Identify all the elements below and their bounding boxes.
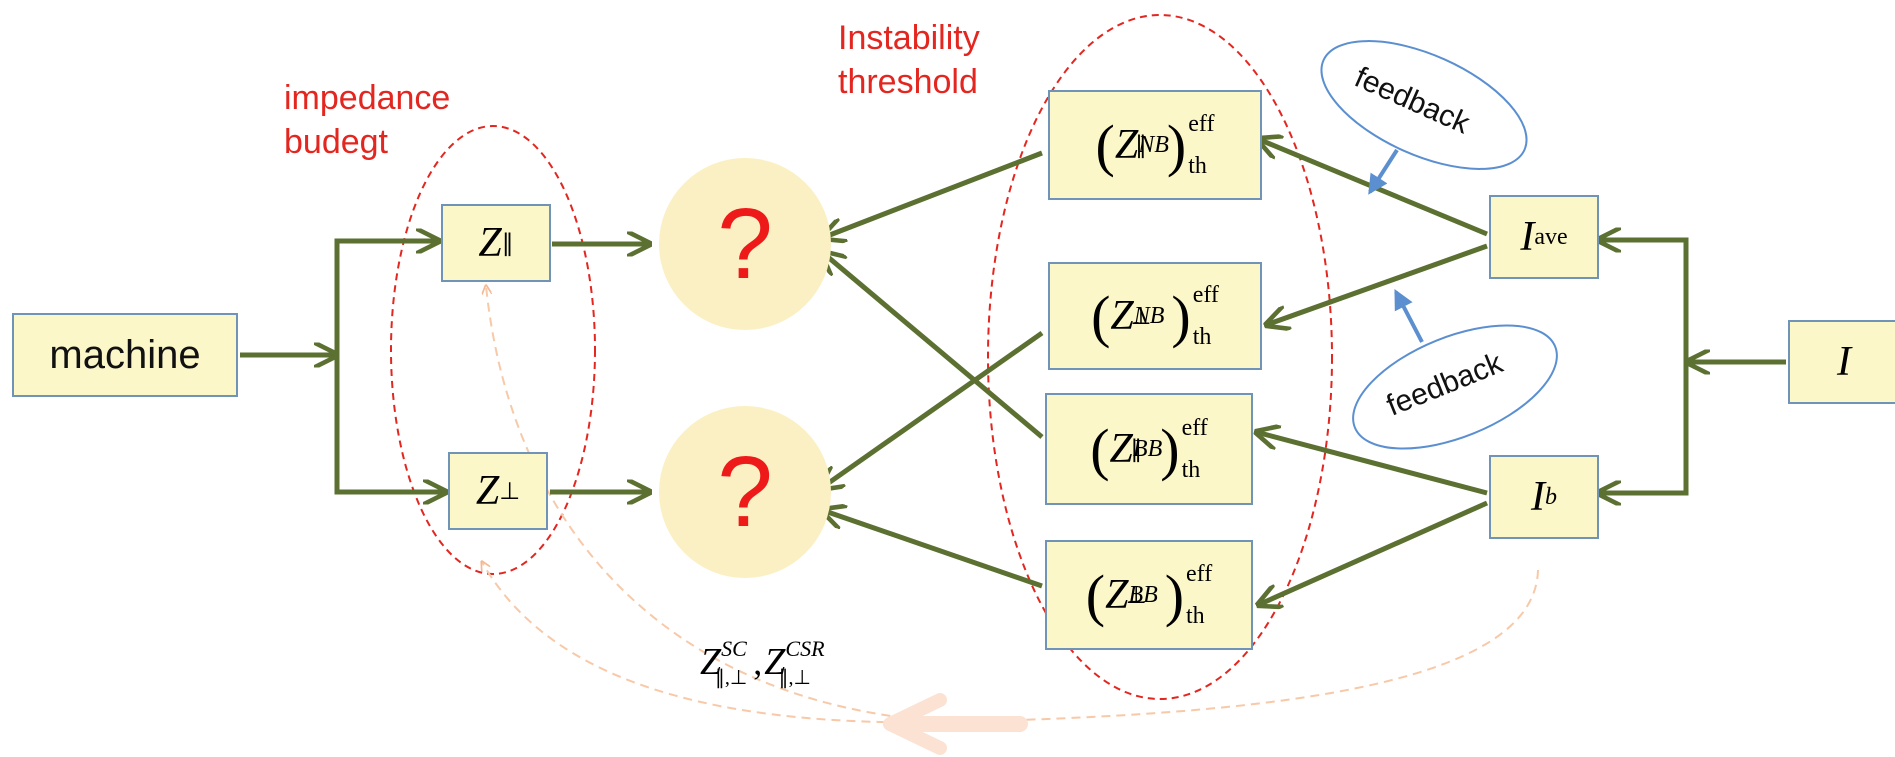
question-circle-bottom: ? [659, 406, 831, 578]
arrow-ib-to-bb-perp [1258, 500, 1489, 605]
machine-box[interactable]: machine [12, 313, 238, 397]
bb-par-eff: eff [1181, 415, 1208, 441]
nb-perp-z: Z [1110, 293, 1134, 339]
nb-perp-sub: ⊥ [1130, 303, 1152, 330]
sc-csr-loop-path-2 [486, 286, 951, 723]
z-par-subscript: ∥ [501, 230, 514, 257]
arrow-iave-to-nb-perp [1266, 243, 1488, 325]
nb-par-th: th [1188, 153, 1207, 179]
i-b-symbol: I [1531, 474, 1545, 520]
bb-par-th: th [1181, 457, 1201, 483]
i-ave-symbol: I [1520, 214, 1535, 260]
bb-perp-z: Z [1105, 572, 1129, 618]
arrow-nb-par-to-q1 [822, 150, 1043, 238]
arrow-bb-par-to-q1 [822, 252, 1044, 439]
i-total-box[interactable]: I [1788, 320, 1895, 404]
feedback-ellipse-bottom [1352, 324, 1558, 450]
nb-perp-th: th [1192, 324, 1212, 350]
nb-par-sub: ∥ [1134, 132, 1147, 159]
bb-perp-th: th [1186, 603, 1205, 629]
csr-sup: CSR [785, 636, 825, 661]
impedance-budget-ellipse [390, 125, 596, 575]
nb-par-z: Z [1114, 122, 1139, 168]
question-mark-bottom: ? [717, 435, 773, 548]
machine-split-line [334, 238, 437, 495]
i-ave-subscript: ave [1534, 223, 1568, 250]
question-circle-top: ? [659, 158, 831, 330]
nb-perp-eff: eff [1192, 282, 1219, 308]
impedance-budget-label: impedance budegt [284, 76, 450, 164]
bb-perp-sub: ⊥ [1125, 582, 1147, 609]
z-perp-symbol: Z [475, 468, 500, 514]
z-perp-box[interactable]: Z⊥ [448, 452, 548, 530]
sc-sub: ∥,⊥ [714, 667, 748, 689]
feedback-ellipse-top [1320, 40, 1528, 170]
arrow-ib-to-bb-par [1256, 432, 1488, 496]
question-mark-top: ? [717, 187, 773, 300]
i-split-line [1600, 237, 1689, 496]
sc-csr-label: ZSC∥,⊥,ZCSR∥,⊥ [700, 636, 825, 689]
impedance-budget-line-2: budegt [284, 123, 388, 161]
csr-z: Z [764, 641, 786, 683]
z-parallel-box[interactable]: Z∥ [441, 204, 551, 282]
bb-par-z: Z [1109, 426, 1133, 472]
i-b-subscript: b [1545, 483, 1557, 510]
impedance-budget-line-1: impedance [284, 79, 451, 117]
i-total-symbol: I [1837, 339, 1851, 385]
nb-perp-sup: NB [1133, 302, 1165, 329]
sc-csr-loop-path [482, 562, 1539, 724]
feedback-arrow-top [1368, 148, 1399, 195]
nb-par-sup: NB [1138, 131, 1169, 158]
instability-threshold-label: Instability threshold [838, 16, 980, 104]
nb-par-eff: eff [1188, 111, 1215, 137]
instability-threshold-line-2: threshold [838, 63, 978, 101]
arrow-nb-perp-to-q2 [820, 330, 1044, 489]
z-perp-subscript: ⊥ [499, 478, 521, 505]
bb-perp-eff: eff [1186, 561, 1213, 587]
sc-csr-big-arrow-head [883, 693, 947, 755]
arrow-bb-perp-to-q2 [822, 510, 1043, 589]
feedback-arrow-bottom [1394, 289, 1424, 343]
z-par-symbol: Z [478, 220, 502, 266]
bb-perp-sup: BB [1128, 581, 1158, 608]
bb-par-sup: BB [1132, 435, 1163, 462]
instability-threshold-line-1: Instability [838, 19, 980, 57]
bb-par-sub: ∥ [1130, 436, 1143, 463]
csr-sub: ∥,⊥ [778, 667, 811, 689]
sc-z: Z [700, 641, 722, 683]
machine-label: machine [49, 332, 201, 377]
sc-sup: SC [721, 636, 747, 661]
instability-threshold-ellipse [987, 14, 1333, 700]
